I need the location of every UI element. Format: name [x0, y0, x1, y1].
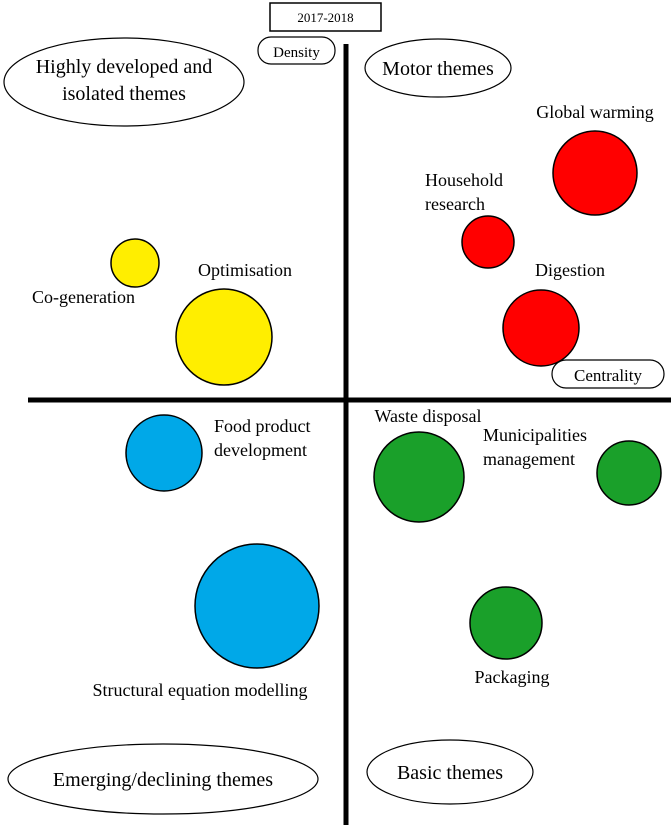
- title-box: 2017-2018: [269, 2, 382, 32]
- label-municipalities-management-line2: management: [483, 449, 575, 469]
- label-co-generation: Co-generation: [32, 287, 135, 307]
- diagram-title: 2017-2018: [297, 10, 353, 25]
- centrality-label: Centrality: [574, 366, 642, 385]
- quadrant-label-bottom-right: Basic themes: [366, 739, 534, 805]
- quadrant-top-right-text: Motor themes: [382, 58, 494, 80]
- quadrant-label-bottom-left: Emerging/declining themes: [7, 743, 319, 815]
- bubble-co-generation: [110, 238, 160, 288]
- bubble-digestion: [502, 289, 580, 367]
- label-waste-disposal: Waste disposal: [374, 406, 481, 426]
- quadrant-top-left-line2: isolated themes: [62, 83, 186, 105]
- bubble-household-research: [461, 215, 515, 269]
- label-municipalities-management-line1: Municipalities: [483, 425, 587, 445]
- label-household-research-line2: research: [425, 194, 485, 214]
- label-structural-equation-modelling: Structural equation modelling: [93, 680, 308, 700]
- bubble-waste-disposal: [373, 431, 465, 523]
- bubble-structural-equation-modelling: [194, 543, 320, 669]
- density-label-box: Density: [257, 36, 336, 65]
- label-food-product-development-line2: development: [214, 440, 307, 460]
- label-packaging: Packaging: [475, 667, 550, 687]
- density-label: Density: [273, 45, 320, 61]
- quadrant-label-top-left: Highly developed and isolated themes: [3, 37, 245, 127]
- quadrant-top-left-line1: Highly developed and: [36, 56, 213, 78]
- bubble-optimisation: [175, 288, 273, 386]
- bubble-municipalities-management: [596, 440, 662, 506]
- label-global-warming: Global warming: [536, 102, 653, 122]
- quadrant-label-top-right: Motor themes: [364, 38, 512, 98]
- centrality-label-box: Centrality: [551, 359, 665, 389]
- quadrant-bottom-left-text: Emerging/declining themes: [53, 769, 273, 791]
- label-optimisation: Optimisation: [198, 260, 292, 280]
- label-food-product-development-line1: Food product: [214, 416, 311, 436]
- label-household-research-line1: Household: [425, 170, 503, 190]
- label-digestion: Digestion: [535, 260, 605, 280]
- bubble-packaging: [469, 586, 543, 660]
- quadrant-bottom-right-text: Basic themes: [397, 762, 503, 784]
- bubble-global-warming: [552, 130, 638, 216]
- bubble-food-product-development: [125, 414, 203, 492]
